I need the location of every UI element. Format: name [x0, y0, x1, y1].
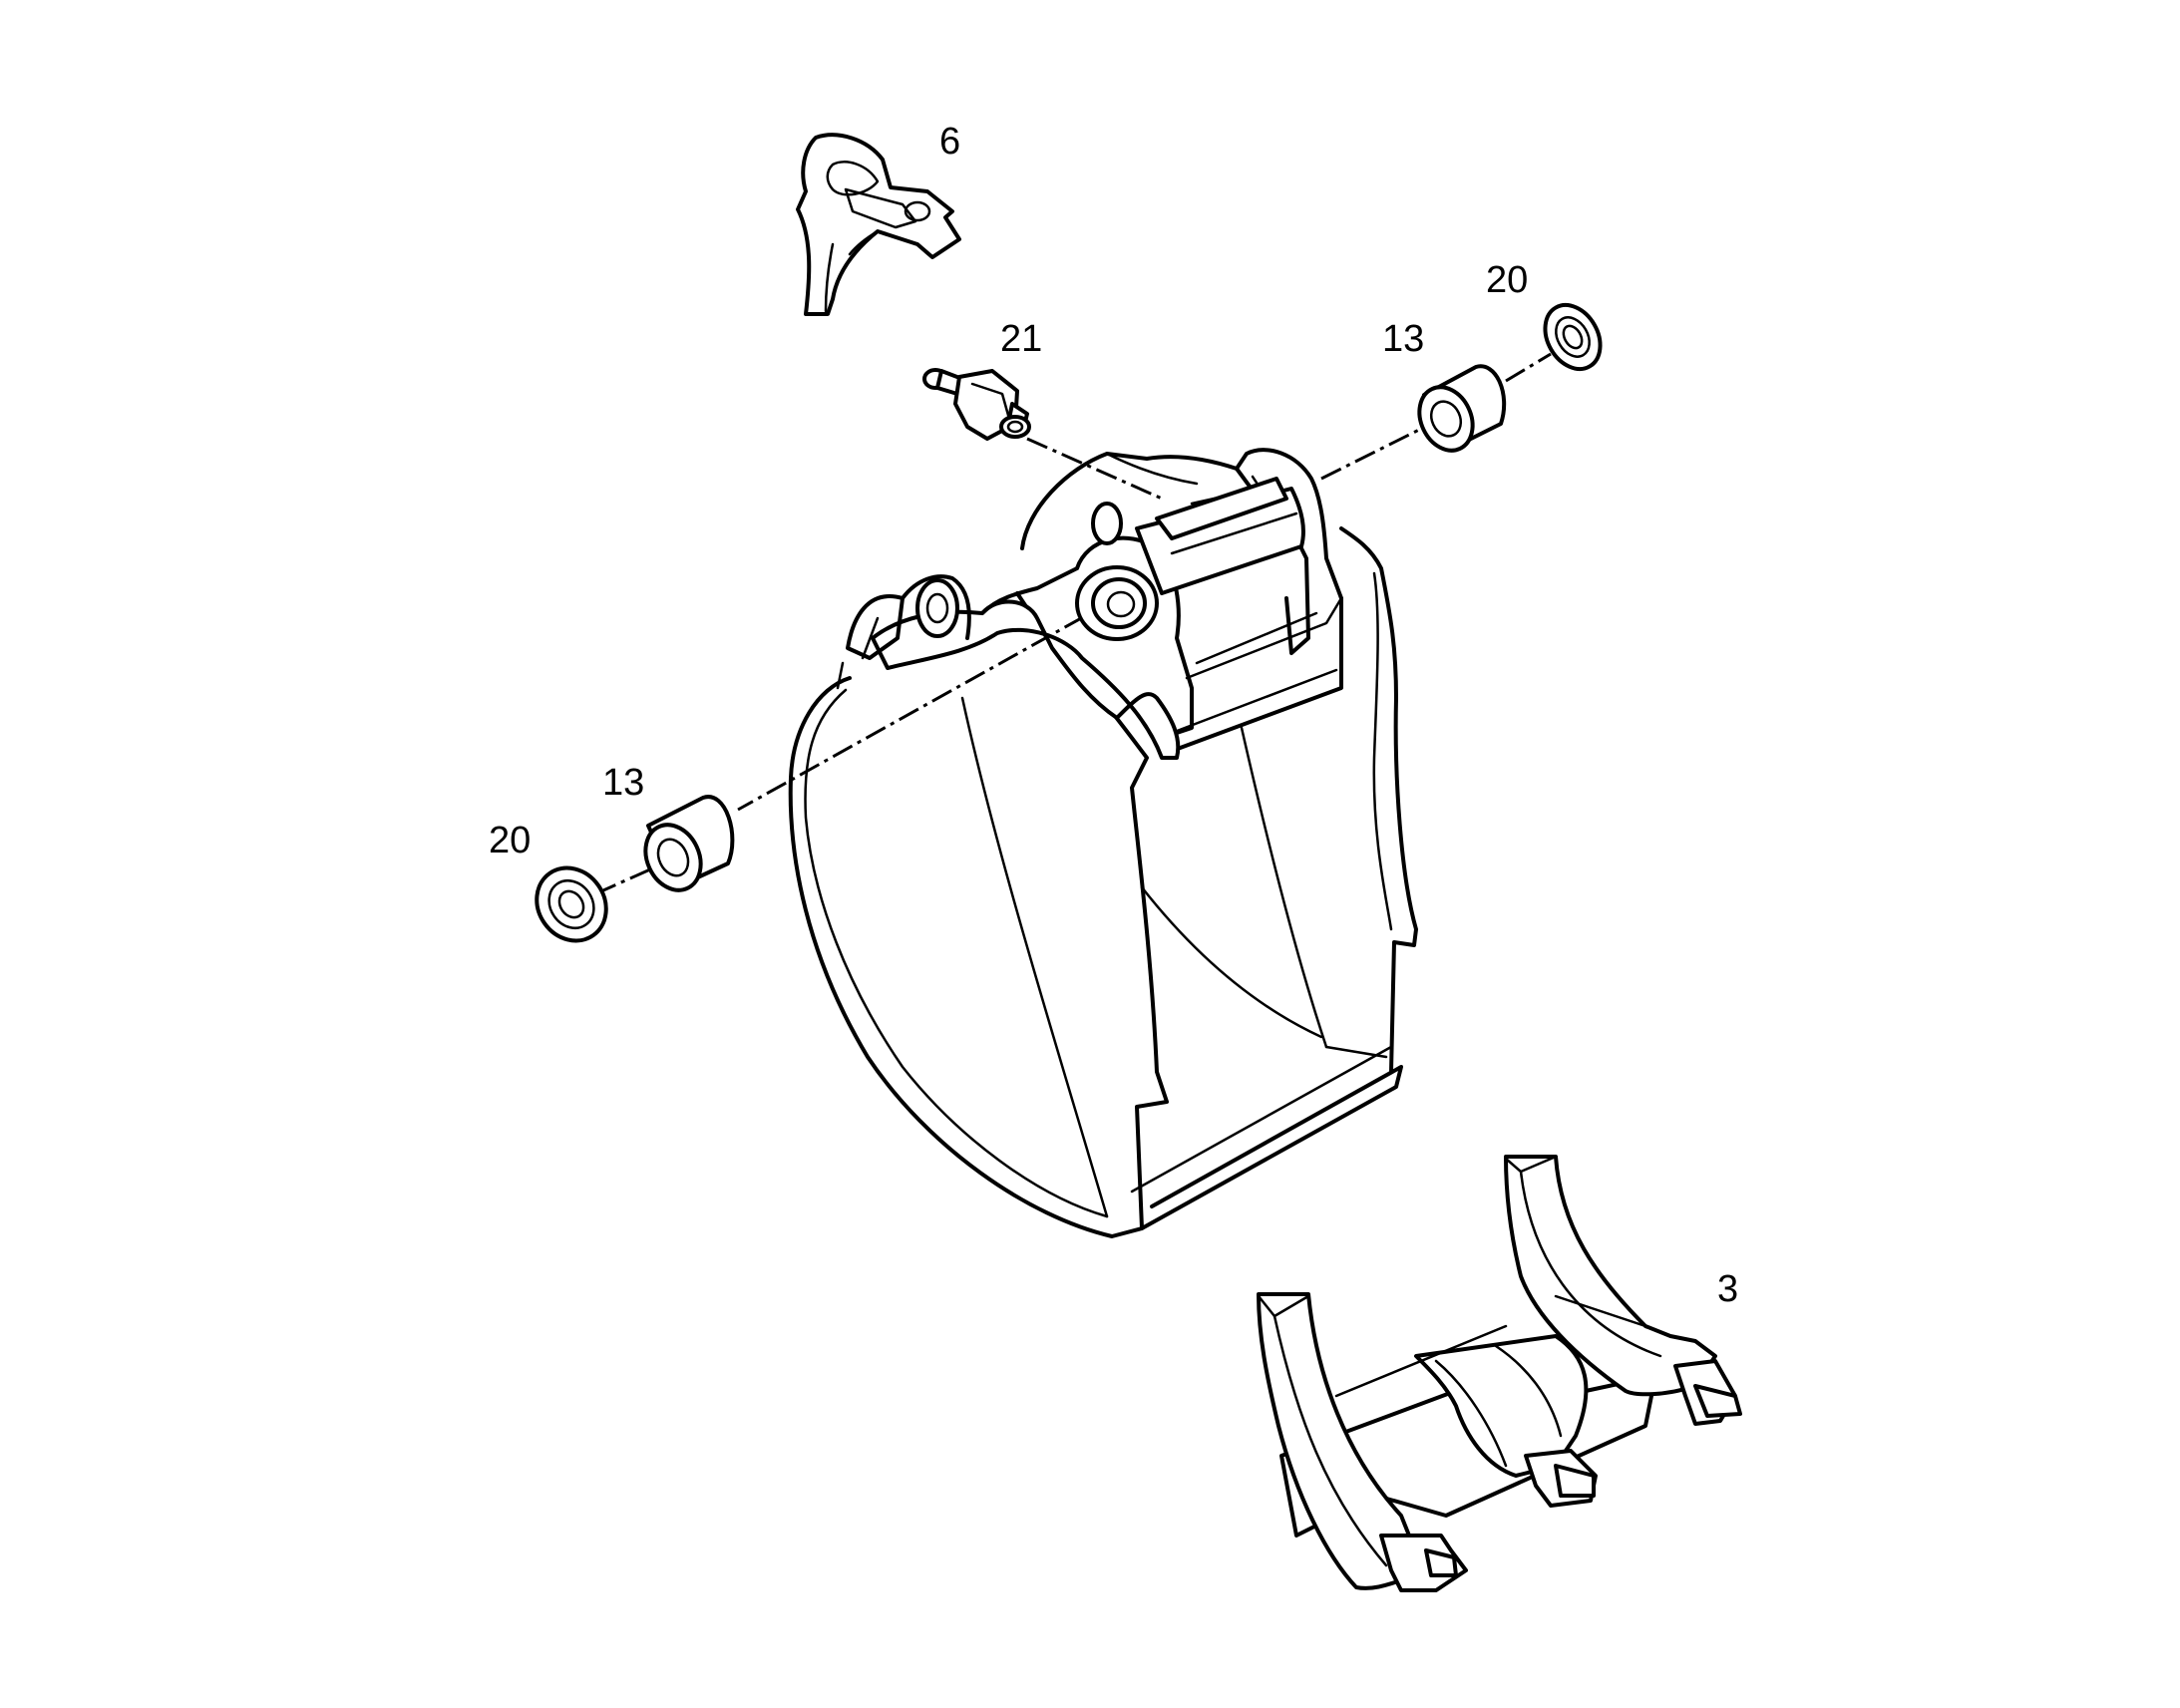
seal-ring-right-part	[1543, 303, 1603, 371]
callout-bushing-left: 13	[602, 762, 644, 804]
callout-seal-left: 20	[489, 820, 531, 861]
callout-teeth-set: 3	[1717, 1268, 1738, 1310]
callout-bushing-right: 13	[1382, 318, 1424, 360]
bracket-part	[796, 133, 961, 316]
grease-nipple-part	[922, 368, 1031, 441]
callout-labels: 6 21 13 20 13 20 3	[489, 121, 1738, 1310]
seal-ring-left-part	[535, 865, 608, 943]
bucket-body-part	[788, 448, 1418, 1238]
bushing-right-part	[1417, 364, 1507, 453]
teeth-set-part	[1257, 1155, 1742, 1592]
bushing-left-part	[643, 795, 735, 892]
callout-seal-right: 20	[1486, 259, 1528, 301]
assembly-axis-lines	[602, 352, 1552, 892]
callout-bracket: 6	[939, 121, 960, 163]
callout-grease-nipple: 21	[1000, 318, 1042, 360]
